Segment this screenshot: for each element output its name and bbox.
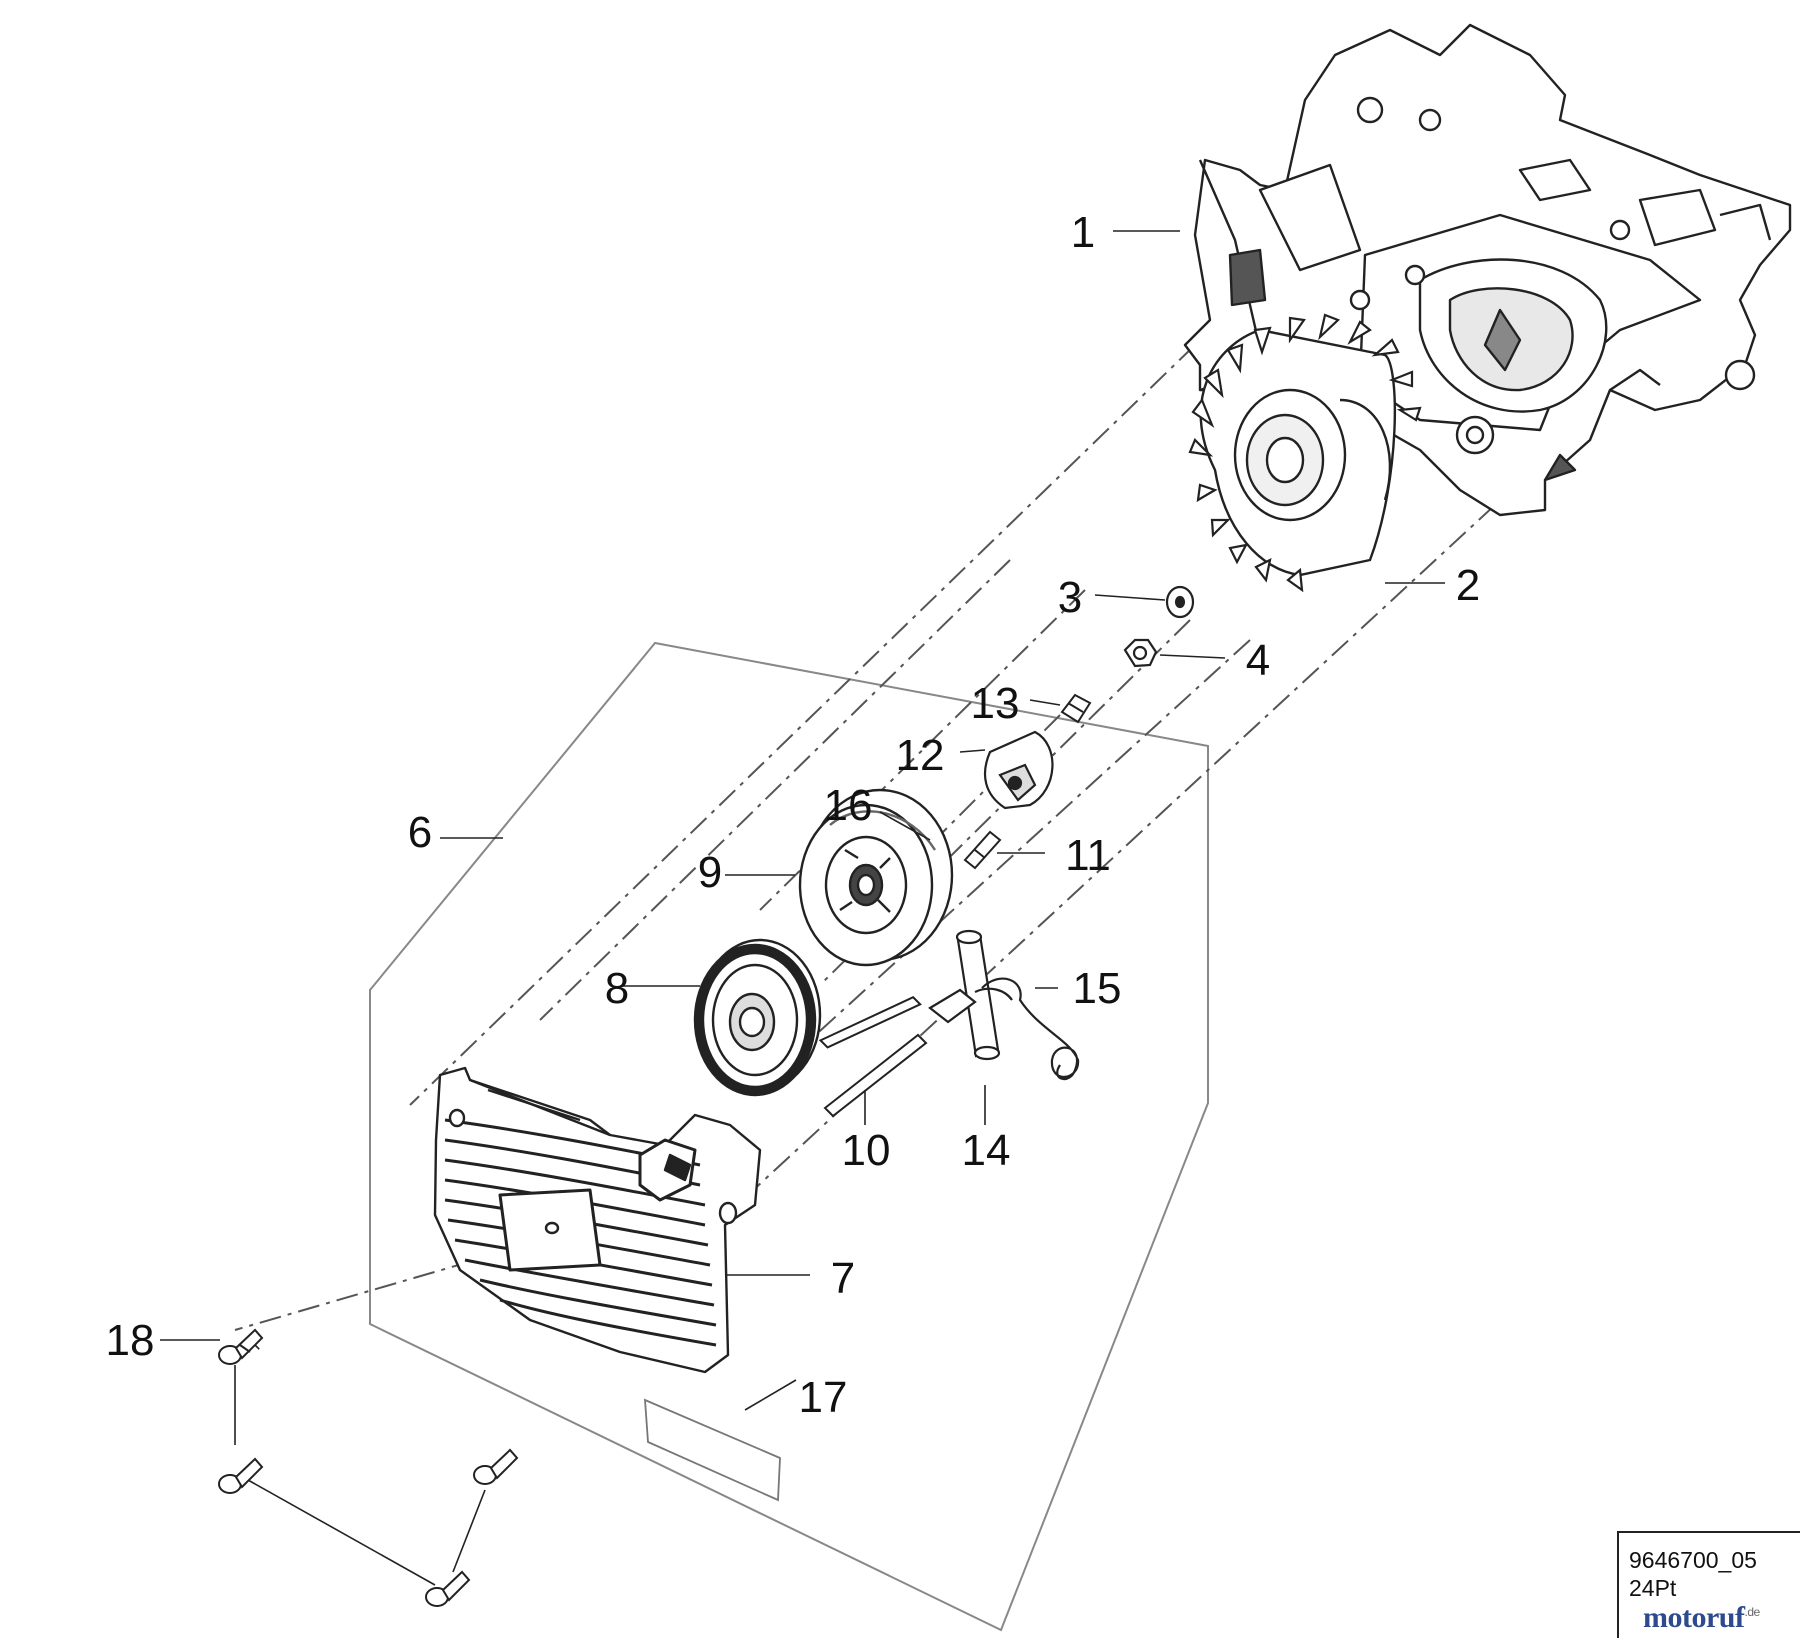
callout-3: 3 [1058, 573, 1082, 622]
screws-part-18 [218, 1328, 519, 1607]
callout-11: 11 [1065, 831, 1111, 880]
rod-part-10-body [823, 1033, 928, 1118]
washer-part-3 [1165, 585, 1195, 619]
recoil-spring-part-8 [693, 938, 822, 1097]
callout-labels: 1 2 3 4 6 7 8 9 10 11 12 13 14 15 16 17 … [106, 208, 1481, 1422]
callout-6: 6 [408, 808, 432, 857]
reference-box: 9646700_05 24Pt motoruf.de [1617, 1531, 1800, 1638]
crankcase-part-1 [1183, 23, 1792, 517]
screw-18-links [234, 1344, 486, 1586]
flywheel-part-2 [1188, 313, 1422, 593]
drawing-size: 24Pt [1629, 1575, 1677, 1601]
handle-part-14 [928, 929, 1001, 1061]
label-part-17 [643, 1398, 781, 1502]
callout-14: 14 [962, 1126, 1011, 1175]
callout-17: 17 [799, 1373, 848, 1422]
starter-housing-part-7 [433, 1066, 762, 1374]
watermark-text: motoruf [1643, 1601, 1745, 1634]
callout-18: 18 [106, 1316, 155, 1365]
callout-9: 9 [698, 848, 722, 897]
screw-a [218, 1328, 264, 1365]
callout-15: 15 [1073, 964, 1122, 1013]
watermark-logo: motoruf.de [1643, 1601, 1760, 1635]
pin-part-13 [1060, 693, 1092, 724]
callout-1: 1 [1071, 208, 1095, 257]
callout-2: 2 [1456, 561, 1480, 610]
screw-c [473, 1448, 519, 1485]
watermark-suffix: .de [1744, 1605, 1760, 1619]
callout-12: 12 [896, 731, 945, 780]
spring-pin-part-11 [963, 830, 1002, 870]
callout-8: 8 [605, 964, 629, 1013]
callout-16: 16 [824, 781, 873, 830]
callout-4: 4 [1246, 636, 1270, 685]
callout-7: 7 [831, 1254, 855, 1303]
kit-6-outline [369, 641, 1209, 1632]
callout-10: 10 [842, 1126, 891, 1175]
rod-part-10 [818, 996, 922, 1049]
callout-13: 13 [971, 679, 1020, 728]
cord-part-15 [974, 977, 1080, 1081]
nut-part-4 [1123, 638, 1158, 668]
screw-b [218, 1457, 264, 1494]
screw-d [425, 1570, 471, 1607]
drawing-code: 9646700_05 [1629, 1547, 1757, 1573]
pawl-part-12 [983, 730, 1054, 810]
leader-lines [160, 230, 1445, 1411]
